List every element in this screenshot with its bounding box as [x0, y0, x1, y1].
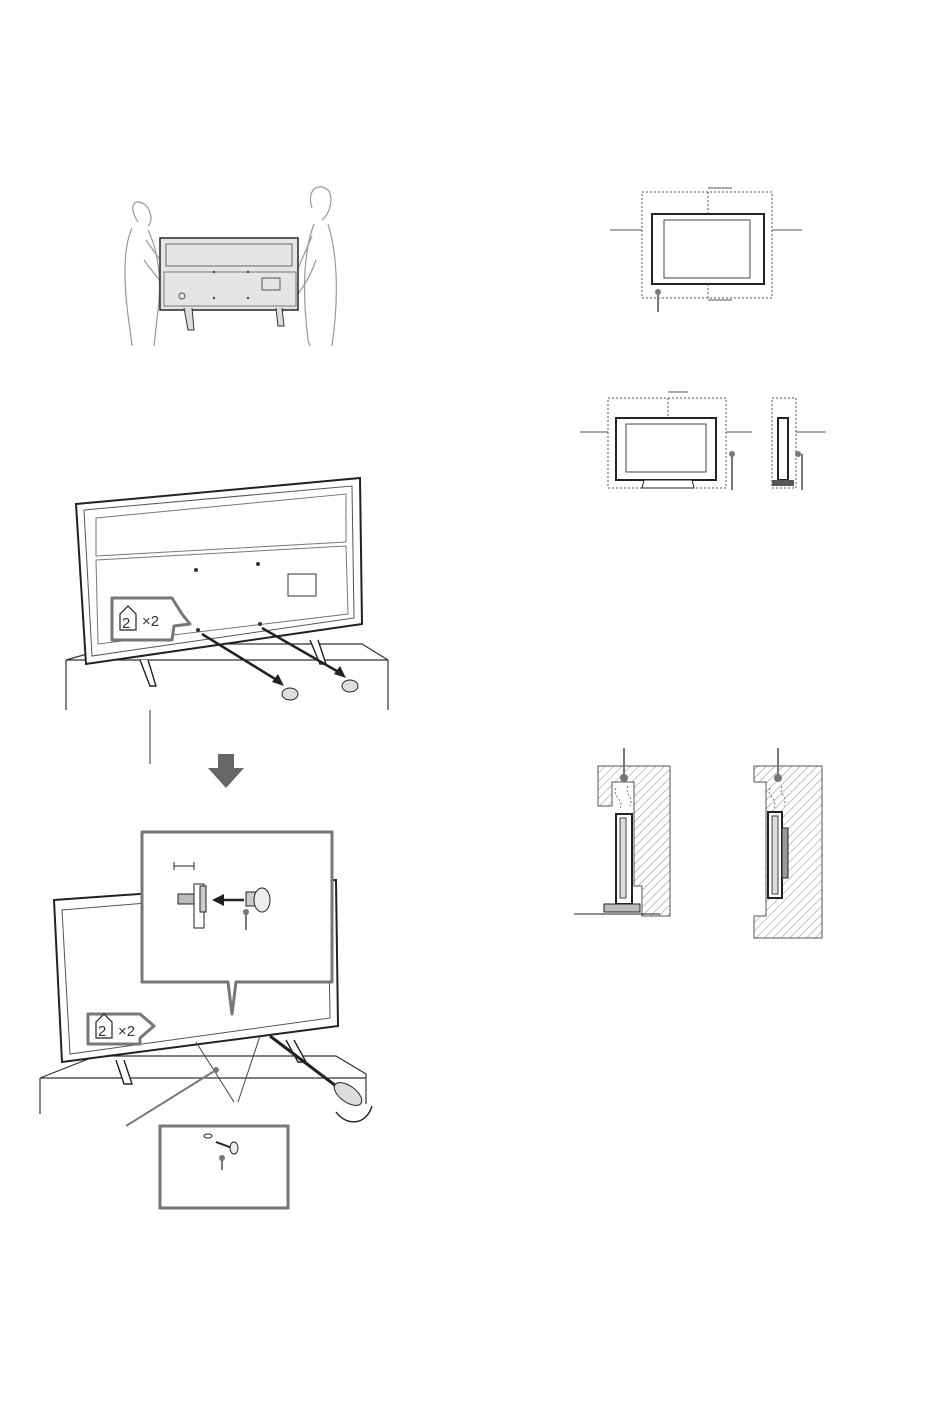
figure-ventilation-wall-mount — [606, 184, 806, 314]
down-arrow-icon — [206, 754, 246, 790]
figure-install-screws: 2 ×2 — [62, 474, 392, 766]
figure-ventilation-stand — [576, 388, 830, 494]
badge-multiplier: ×2 — [118, 1023, 135, 1040]
figure-attach-strap: 2 ×2 — [36, 830, 396, 1210]
figure-carry-tv — [118, 180, 340, 348]
figure-airflow-blocked — [572, 748, 826, 942]
badge-number: 2 — [122, 615, 130, 632]
badge-multiplier: ×2 — [142, 613, 159, 630]
badge-number: 2 — [98, 1023, 106, 1040]
